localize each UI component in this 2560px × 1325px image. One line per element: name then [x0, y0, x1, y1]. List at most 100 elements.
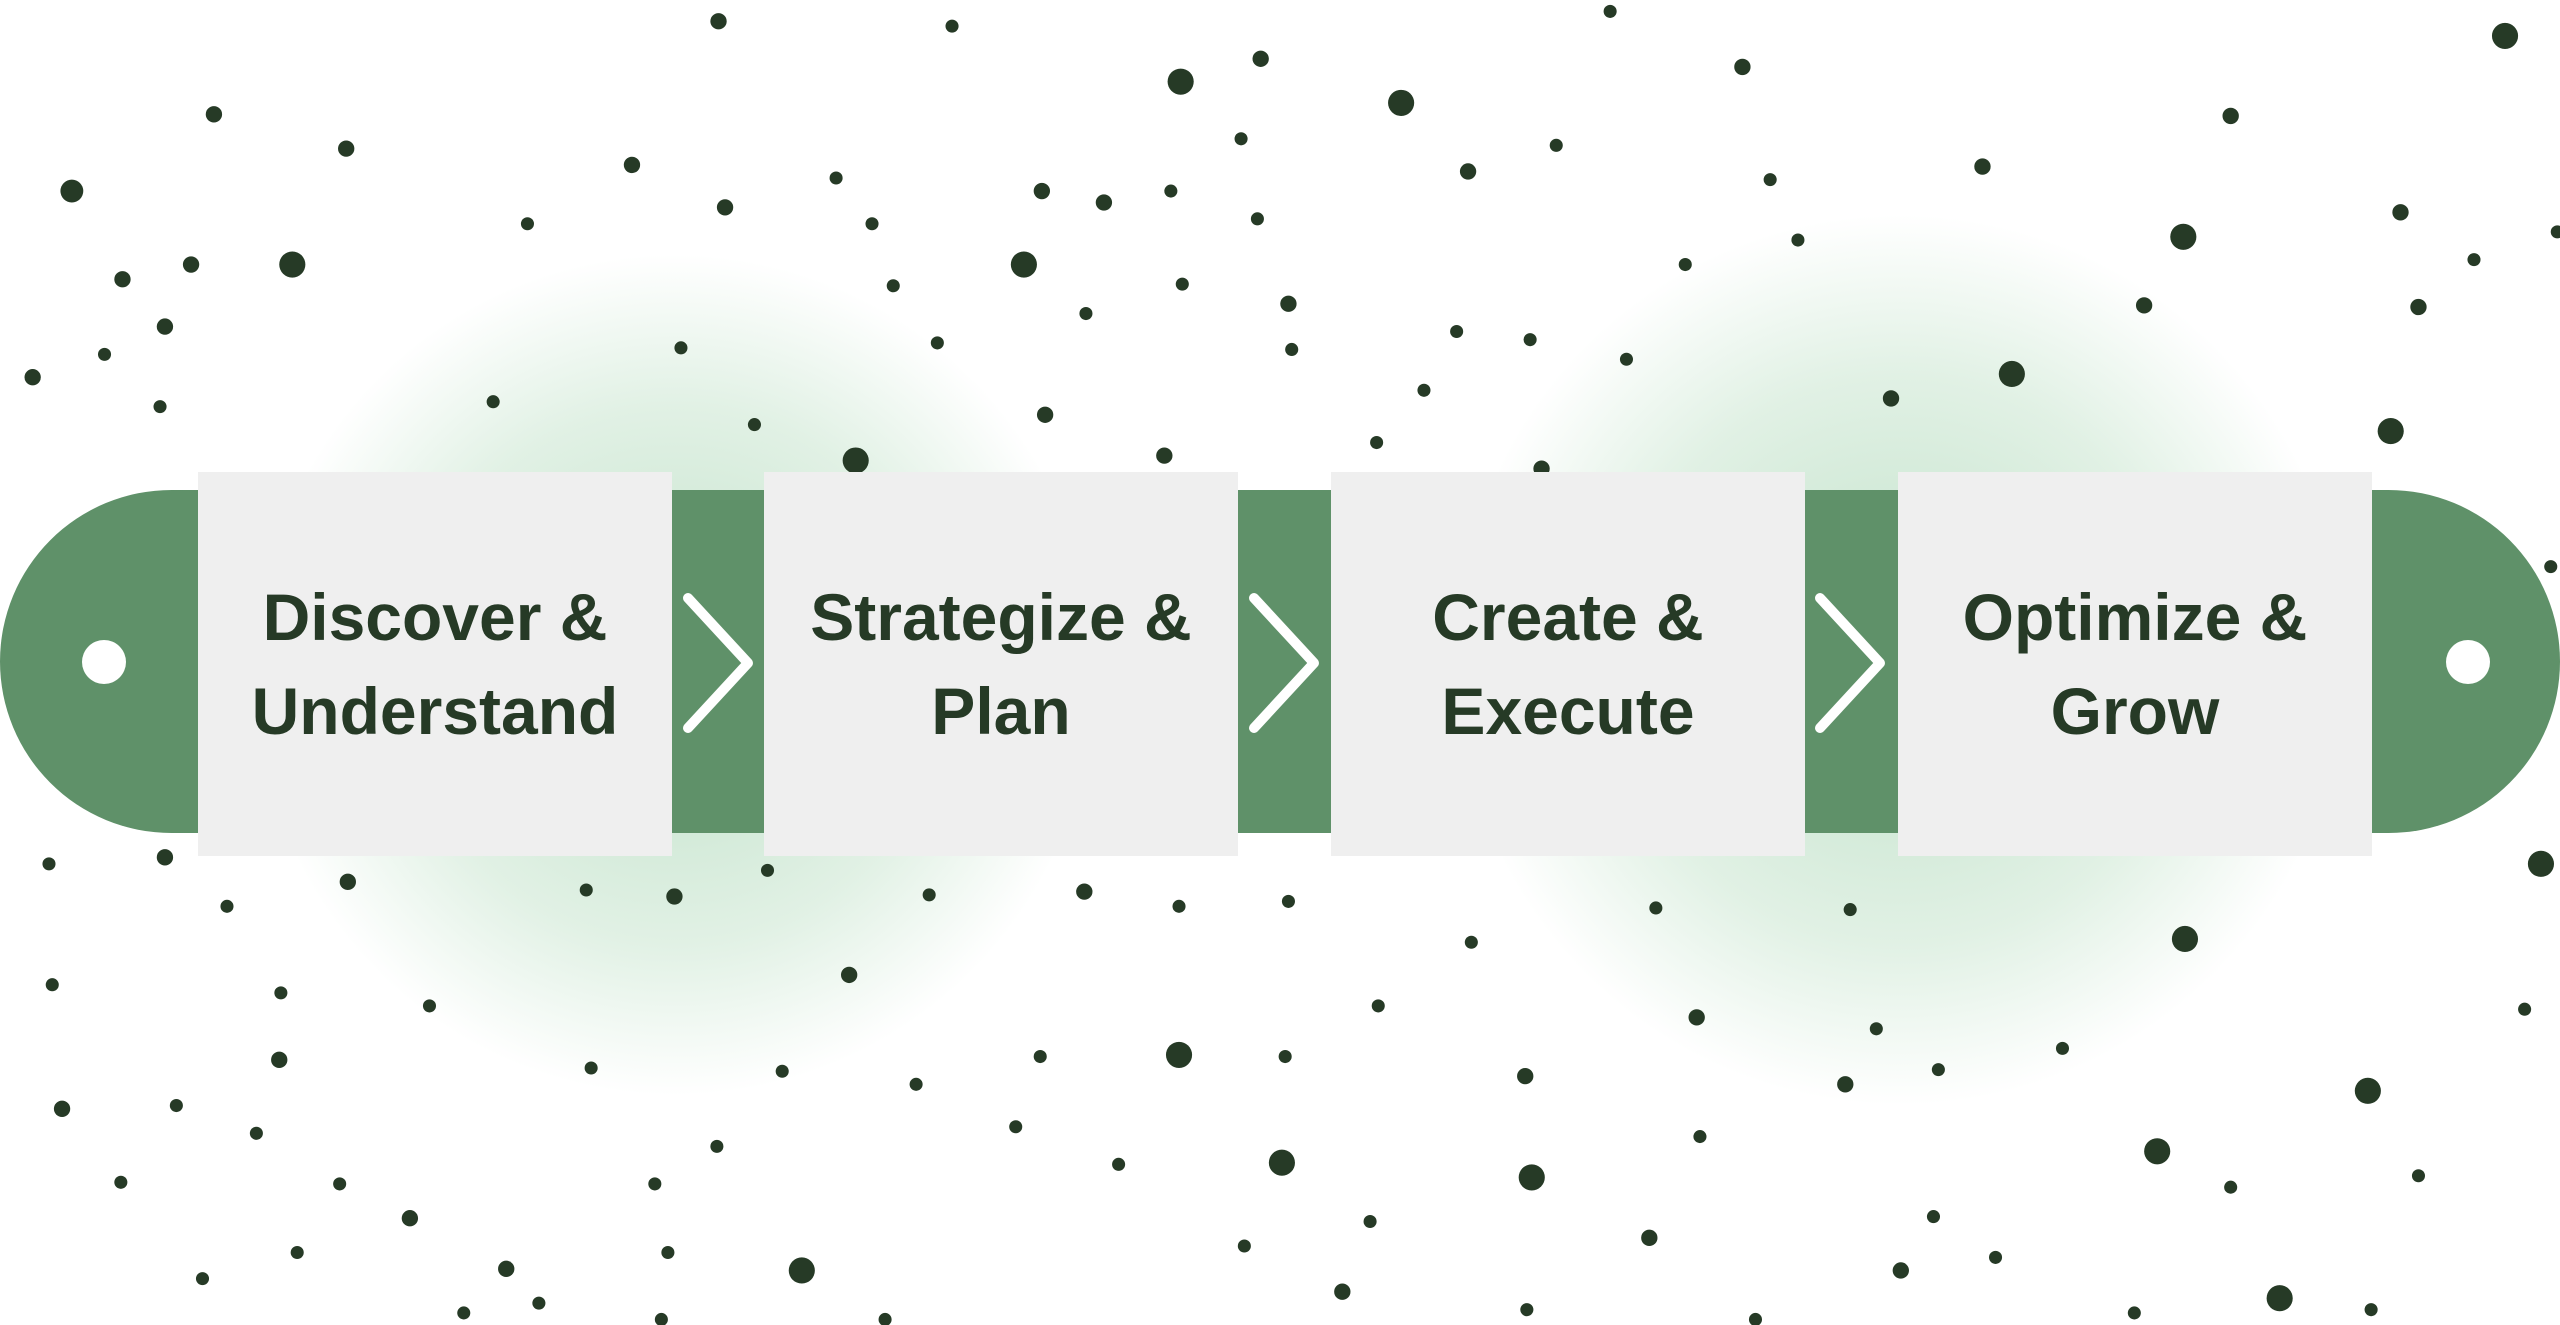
dot [1234, 132, 1248, 146]
dot [1268, 1149, 1295, 1176]
dot [1882, 390, 1900, 407]
step-label: Create & Execute [1432, 580, 1704, 748]
dot [1520, 1303, 1534, 1317]
dot [60, 179, 84, 203]
dot [1363, 1214, 1377, 1229]
dot [648, 1177, 662, 1191]
dot [274, 986, 288, 1000]
dot [486, 395, 500, 409]
dot [2544, 560, 2558, 574]
dot [760, 863, 775, 877]
dot [1518, 1164, 1545, 1191]
dot [829, 171, 843, 185]
dot [747, 418, 761, 432]
dot [584, 1061, 598, 1075]
dot [1931, 1063, 1945, 1077]
dot [2127, 1306, 2141, 1320]
dot [1167, 68, 1194, 95]
step-optimize: Optimize & Grow [1898, 472, 2372, 856]
dot [1693, 1130, 1707, 1144]
dot [169, 1099, 183, 1113]
dot [457, 1306, 471, 1320]
dot [1763, 173, 1777, 187]
dot [1678, 258, 1692, 272]
dot [1076, 883, 1093, 900]
dot [654, 1312, 668, 1325]
dot [1388, 89, 1415, 116]
dot [2518, 1002, 2532, 1016]
dot [922, 888, 936, 902]
dot [2354, 1077, 2381, 1104]
dot [532, 1296, 546, 1310]
dot [1988, 1250, 2003, 1264]
dot [97, 347, 112, 361]
dot [1278, 1050, 1292, 1064]
dot [2224, 1180, 2238, 1194]
chevron-right-icon [683, 593, 753, 733]
dot [1281, 894, 1295, 908]
dot [2491, 22, 2519, 49]
dot [886, 279, 900, 293]
dot [716, 199, 734, 216]
dot [1156, 447, 1173, 464]
dot [338, 140, 355, 157]
dot [333, 1177, 347, 1191]
dot [661, 1245, 675, 1260]
dot [520, 217, 534, 231]
dot [865, 217, 879, 231]
dot [1926, 1210, 1941, 1224]
dot [1649, 901, 1663, 915]
chevron-right-icon [1249, 593, 1319, 733]
dot [579, 883, 593, 897]
dot [788, 1257, 815, 1284]
dot [2135, 297, 2153, 314]
dot [1095, 194, 1113, 211]
dot [1464, 935, 1478, 949]
dot [945, 19, 959, 33]
dot [1974, 158, 1991, 175]
dot [1175, 277, 1189, 291]
dot [2266, 1285, 2293, 1312]
dot [2170, 223, 2197, 250]
dot [1285, 342, 1299, 356]
dot [1688, 1009, 1705, 1026]
dot [2527, 850, 2555, 877]
dot [271, 1051, 288, 1068]
step-label: Discover & Understand [251, 580, 619, 748]
dot [2377, 418, 2404, 445]
dot [840, 966, 858, 984]
dot [1892, 1262, 1909, 1279]
dot [114, 1175, 128, 1189]
dot [1523, 333, 1537, 347]
dot [1450, 324, 1464, 339]
dot [710, 13, 727, 30]
dot [1371, 999, 1385, 1013]
step-discover: Discover & Understand [198, 472, 672, 856]
dot [1734, 58, 1751, 76]
dot [114, 271, 131, 288]
dot [1417, 383, 1431, 397]
dot [195, 1272, 210, 1286]
dot [290, 1245, 304, 1260]
dot [909, 1077, 923, 1091]
dot [279, 251, 306, 278]
dot [1237, 1239, 1251, 1253]
dot [1165, 1041, 1193, 1068]
step-strategize: Strategize & Plan [764, 472, 1238, 856]
dot [674, 341, 688, 355]
dot [1837, 1076, 1854, 1093]
dot [842, 447, 869, 474]
dot [2550, 225, 2560, 239]
right-dot-icon [2446, 640, 2490, 684]
dot [2144, 1138, 2171, 1165]
dot [1280, 295, 1297, 312]
dot [45, 978, 59, 992]
dot [1459, 163, 1477, 180]
dot [1869, 1022, 1883, 1036]
dot [339, 873, 356, 890]
dot [2411, 1169, 2426, 1183]
dot [2467, 253, 2481, 267]
step-label: Optimize & Grow [1962, 580, 2308, 748]
chevron-right-icon [1815, 593, 1885, 733]
